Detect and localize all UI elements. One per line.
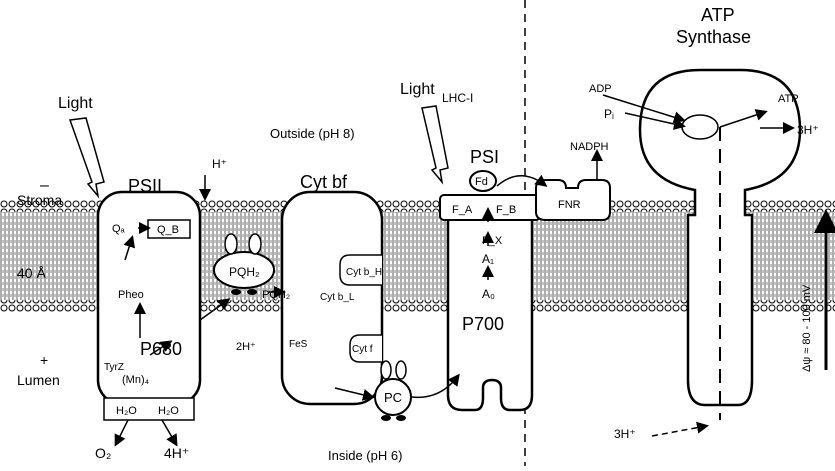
- h2o-label-a: H₂O: [116, 405, 137, 417]
- psii-title: PSII: [128, 176, 162, 196]
- psi-title: PSI: [470, 147, 499, 167]
- cyt-bl-label: Cyt b_L: [320, 292, 355, 303]
- light-label-right: Light: [400, 81, 435, 98]
- two-h-label: 2H⁺: [236, 341, 256, 353]
- lhc-label: LHC-I: [442, 91, 473, 105]
- cytf-label: Cyt f: [352, 344, 373, 355]
- a1-label: A₁: [482, 252, 494, 266]
- inside-label: Inside (pH 6): [328, 448, 402, 463]
- lumen-label: Lumen: [17, 372, 60, 388]
- pheo-label: Pheo: [118, 289, 144, 301]
- a0-label: A₀: [482, 287, 495, 301]
- qb-label: Q_B: [157, 224, 179, 236]
- three-h-out-label: 3H⁺: [797, 123, 819, 137]
- mn-label: (Mn)₄: [122, 374, 150, 386]
- fb-label: F_B: [496, 204, 516, 216]
- pi-label: Pᵢ: [604, 107, 614, 121]
- voltage-label: Δψ ≈ 80 - 100 mV: [801, 284, 813, 372]
- atp-synthase-title-2: Synthase: [676, 27, 751, 47]
- three-h-in-label: 3H⁺: [614, 427, 636, 441]
- light-label-left: Light: [58, 95, 93, 112]
- fx-label: F_X: [482, 235, 503, 247]
- nadph-label: NADPH: [570, 141, 609, 153]
- fd-label: Fd: [475, 176, 488, 188]
- light-arrow-left: [70, 118, 104, 196]
- atp-label: ATP: [778, 93, 799, 105]
- cyt-bf-title: Cyt bf: [300, 172, 348, 192]
- o2-label: O₂: [95, 445, 111, 461]
- four-h-label: 4H⁺: [164, 445, 189, 461]
- adp-label: ADP: [589, 83, 612, 95]
- pc-label: PC: [384, 390, 402, 405]
- fes-label: FeS: [289, 339, 308, 350]
- light-arrow-right: [422, 106, 448, 182]
- pqh2-low-label: PQH₂: [262, 289, 290, 301]
- tyr-label: TyrZ: [104, 362, 124, 373]
- p680-label: P680: [140, 339, 182, 359]
- plus-sign: +: [40, 352, 48, 368]
- width-label: 40 Å: [17, 265, 46, 281]
- stroma-label: Stroma: [17, 192, 62, 208]
- pqh2-top-label: PQH₂: [229, 265, 260, 279]
- atp-synthase-title-1: ATP: [701, 5, 735, 25]
- fnr-label: FNR: [558, 199, 581, 211]
- outside-label: Outside (pH 8): [270, 126, 355, 141]
- qa-label: Qₐ: [112, 223, 126, 235]
- h2o-label-b: H₂O: [158, 405, 179, 417]
- cyt-bh-label: Cyt b_H: [346, 267, 382, 278]
- p700-label: P700: [462, 314, 504, 334]
- minus-sign: –: [40, 177, 49, 194]
- h-plus-top-label: H⁺: [212, 157, 227, 171]
- fa-label: F_A: [452, 204, 473, 216]
